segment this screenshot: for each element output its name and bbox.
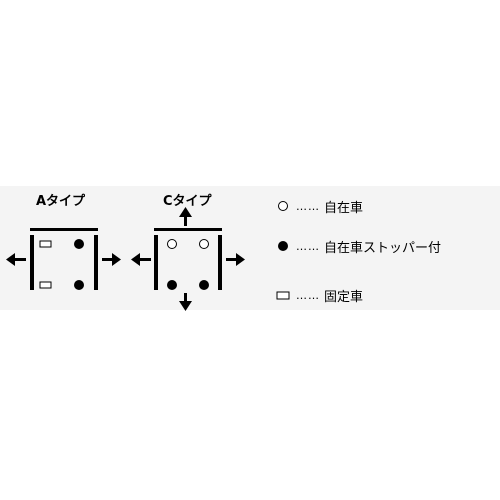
fixed-caster-icon (39, 240, 52, 248)
right-arrow-shaft (102, 258, 114, 261)
legend-label: 自在車ストッパー付 (324, 240, 442, 256)
type-a-top-bar (30, 228, 98, 231)
leader-dots: …… (296, 239, 320, 253)
background-band (0, 186, 500, 310)
up-arrow-icon (179, 207, 192, 217)
legend-item-fixed-caster: …… 固定車 (276, 285, 363, 305)
legend-label: 固定車 (324, 289, 364, 305)
type-c-left-side (154, 235, 158, 290)
right-arrow-shaft (226, 258, 238, 261)
stopper-caster-icon (74, 280, 84, 290)
type-c-diagram (131, 207, 245, 311)
type-a-left-side (30, 235, 34, 290)
type-a-label: Aタイプ (36, 194, 86, 209)
type-a-diagram (6, 228, 121, 290)
left-arrow-icon (6, 253, 15, 266)
open-circle-icon (276, 199, 290, 213)
legend-item-stopper-caster: …… 自在車ストッパー付 (276, 236, 441, 256)
legend-label: 自在車 (324, 200, 364, 216)
free-caster-icon (199, 239, 209, 249)
legend-item-free-caster: …… 自在車 (276, 196, 363, 216)
type-c-top-bar (154, 228, 222, 231)
leader-dots: …… (296, 199, 320, 213)
left-arrow-icon (131, 253, 140, 266)
filled-circle-icon (276, 239, 290, 253)
stopper-caster-icon (199, 280, 209, 290)
down-arrow-shaft (184, 293, 187, 303)
left-arrow-shaft (14, 258, 26, 261)
left-arrow-shaft (139, 258, 151, 261)
stopper-caster-icon (167, 280, 177, 290)
right-arrow-icon (236, 253, 245, 266)
open-rectangle-icon (276, 288, 290, 302)
right-arrow-icon (112, 253, 121, 266)
type-c-right-side (218, 235, 222, 290)
up-arrow-shaft (184, 216, 187, 226)
free-caster-icon (167, 239, 177, 249)
down-arrow-icon (179, 301, 192, 311)
fixed-caster-icon (39, 281, 52, 289)
leader-dots: …… (296, 288, 320, 302)
type-a-right-side (94, 235, 98, 290)
stopper-caster-icon (74, 239, 84, 249)
type-c-label: Cタイプ (163, 194, 212, 209)
